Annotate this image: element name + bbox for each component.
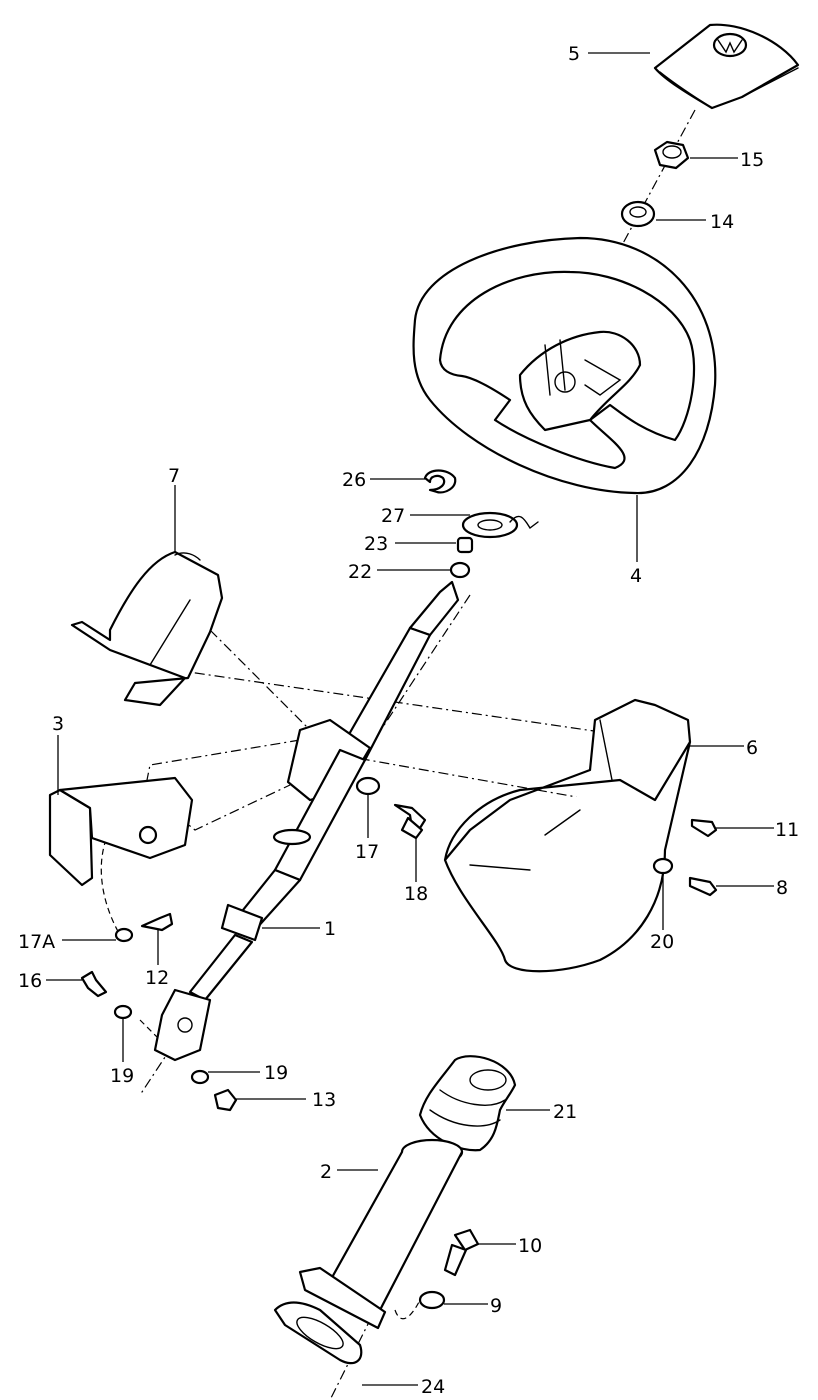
callout-17a: 17A	[18, 931, 55, 953]
contact-ring-27	[461, 511, 539, 539]
leader-lines	[46, 52, 774, 1386]
callout-19-right: 19	[264, 1062, 288, 1084]
column-bracket	[48, 776, 194, 887]
callout-12: 12	[145, 967, 169, 989]
lower-jacket-tube	[298, 1138, 464, 1330]
callout-7: 7	[168, 465, 180, 487]
washer-9	[418, 1290, 446, 1310]
callout-11: 11	[775, 819, 799, 841]
callout-27: 27	[381, 505, 405, 527]
bolt-18	[393, 803, 427, 840]
callout-21: 21	[553, 1101, 577, 1123]
washer-20	[652, 857, 674, 875]
steering-wheel-nut	[653, 140, 690, 170]
bolt-12	[140, 912, 174, 932]
callout-3: 3	[52, 713, 64, 735]
callout-17: 17	[355, 841, 379, 863]
vw-logo-icon	[712, 32, 748, 58]
horn-pad	[653, 23, 800, 110]
callout-labels: 5 15 14 4 26 27 23 22 7 3 6 17 18 11 8 2…	[18, 43, 799, 1398]
bolt-11	[690, 818, 718, 838]
callout-4: 4	[630, 565, 642, 587]
callout-2: 2	[320, 1161, 332, 1183]
callout-24: 24	[421, 1376, 445, 1398]
rubber-boot	[418, 1055, 517, 1152]
bushing-23	[456, 536, 474, 554]
snap-ring-26	[423, 469, 457, 494]
bushing-22	[449, 561, 471, 579]
callout-18: 18	[404, 883, 428, 905]
callout-14: 14	[710, 211, 734, 233]
gasket-24	[273, 1301, 363, 1365]
washer-17	[355, 776, 381, 796]
washer-19-right	[190, 1069, 210, 1085]
washer-17a	[114, 927, 134, 943]
callout-19-left: 19	[110, 1065, 134, 1087]
washer-14	[620, 200, 656, 228]
nut-13	[213, 1088, 238, 1112]
callout-16: 16	[18, 970, 42, 992]
callout-22: 22	[348, 561, 372, 583]
upper-column-cover	[70, 550, 224, 707]
callout-23: 23	[364, 533, 388, 555]
washer-19-left	[113, 1004, 133, 1020]
bolt-10	[443, 1228, 480, 1277]
callout-26: 26	[342, 469, 366, 491]
lower-column-cover	[443, 698, 692, 973]
steering-column	[153, 580, 460, 1062]
callout-15: 15	[740, 149, 764, 171]
bolt-8	[688, 876, 718, 897]
callout-20: 20	[650, 931, 674, 953]
callout-9: 9	[490, 1295, 502, 1317]
steering-wheel	[412, 236, 717, 495]
callout-1: 1	[324, 918, 336, 940]
callout-8: 8	[776, 877, 788, 899]
bolt-16	[80, 970, 108, 998]
callout-5: 5	[568, 43, 580, 65]
callout-13: 13	[312, 1089, 336, 1111]
callout-6: 6	[746, 737, 758, 759]
callout-10: 10	[518, 1235, 542, 1257]
